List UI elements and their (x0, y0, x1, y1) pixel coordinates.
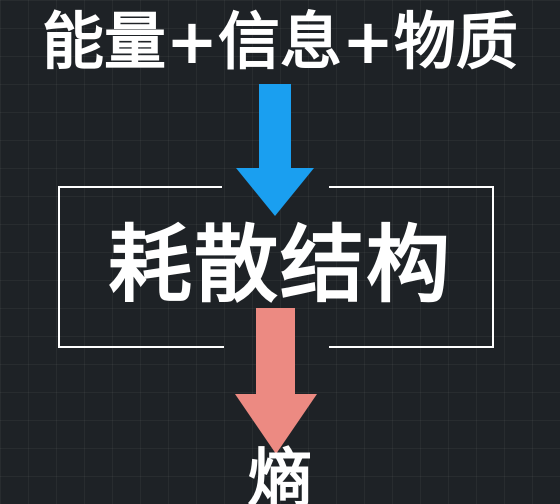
bottom-label: 熵 (248, 443, 312, 504)
frame-top-left (58, 186, 222, 188)
center-label: 耗散结构 (107, 216, 452, 314)
output-arrow-icon (235, 308, 317, 454)
input-arrow-shape (236, 84, 314, 216)
output-arrow-shape (235, 308, 317, 454)
frame-right (492, 186, 494, 348)
top-label: 能量+信息+物质 (42, 5, 518, 78)
frame-left (58, 186, 60, 348)
input-arrow-icon (236, 84, 314, 216)
frame-bottom-left (58, 346, 224, 348)
frame-top-right (329, 186, 494, 188)
frame-bottom-right (329, 346, 494, 348)
